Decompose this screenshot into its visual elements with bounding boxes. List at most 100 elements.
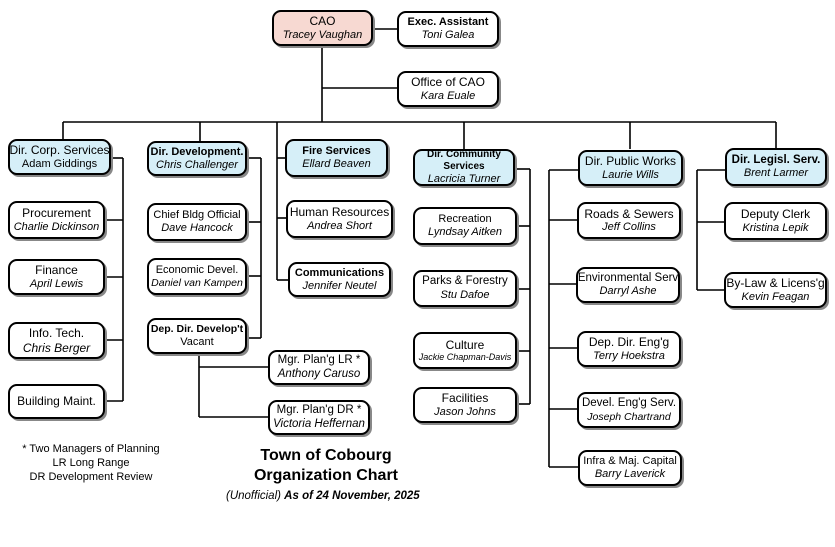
office-cao-box[interactable]: Office of CAO Kara Euale <box>397 71 499 107</box>
infra-maj-capital-name: Barry Laverick <box>594 468 666 480</box>
mgr-planning-dr-title: Mgr. Plan'g DR * <box>276 403 362 416</box>
finance-box[interactable]: Finance April Lewis <box>8 259 105 295</box>
facilities-box[interactable]: Facilities Jason Johns <box>413 387 517 423</box>
facilities-name: Jason Johns <box>434 405 496 418</box>
environmental-serv-name: Darryl Ashe <box>599 285 657 298</box>
fire-services-name: Ellard Beaven <box>302 158 371 170</box>
human-resources-name: Andrea Short <box>307 219 372 232</box>
procurement-title: Procurement <box>22 206 91 221</box>
human-resources-title: Human Resources <box>289 205 390 220</box>
building-maint-title: Building Maint. <box>17 394 96 409</box>
fire-services-title: Fire Services <box>302 145 371 158</box>
deputy-clerk-name: Kristina Lepik <box>742 221 809 234</box>
roads-sewers-box[interactable]: Roads & Sewers Jeff Collins <box>577 202 681 239</box>
recreation-box[interactable]: Recreation Lyndsay Aitken <box>413 207 517 245</box>
exec-assistant-box[interactable]: Exec. Assistant Toni Galea <box>397 11 499 47</box>
facilities-title: Facilities <box>441 391 489 406</box>
dir-legisl-serv-name: Brent Larmer <box>743 167 809 180</box>
dir-legisl-serv-title: Dir. Legisl. Serv. <box>731 153 821 166</box>
dep-dir-develop-title: Dep. Dir. Develop't <box>150 323 244 336</box>
environmental-serv-title: Environmental Serv <box>577 271 679 284</box>
dir-development-title: Dir. Development. <box>150 145 244 158</box>
roads-sewers-name: Jeff Collins <box>602 221 656 234</box>
chart-subtitle: (Unofficial) As of 24 November, 2025 <box>226 490 456 502</box>
cao-name: Tracey Vaughan <box>282 28 363 41</box>
communications-name: Jennifer Neutel <box>302 279 377 292</box>
dir-development-box[interactable]: Dir. Development. Chris Challenger <box>147 141 247 176</box>
building-maint-box[interactable]: Building Maint. <box>8 384 105 419</box>
economic-devel-box[interactable]: Economic Devel. Daniel van Kampen <box>147 258 247 295</box>
info-tech-box[interactable]: Info. Tech. Chris Berger <box>8 322 105 359</box>
info-tech-title: Info. Tech. <box>28 326 85 341</box>
deputy-clerk-box[interactable]: Deputy Clerk Kristina Lepik <box>724 202 827 240</box>
dir-public-works-title: Dir. Public Works <box>584 154 677 169</box>
mgr-planning-lr-box[interactable]: Mgr. Plan'g LR * Anthony Caruso <box>268 350 370 385</box>
dir-development-name: Chris Challenger <box>156 158 238 171</box>
roads-sewers-title: Roads & Sewers <box>584 206 674 221</box>
infra-maj-capital-title: Infra & Maj. Capital <box>583 455 677 468</box>
by-law-licensing-box[interactable]: By-Law & Licens'g Kevin Feagan <box>724 272 827 308</box>
mgr-planning-dr-box[interactable]: Mgr. Plan'g DR * Victoria Heffernan <box>268 400 370 435</box>
subtitle-prefix: (Unofficial) <box>226 490 281 502</box>
exec-assistant-name: Toni Galea <box>421 29 475 41</box>
cao-title: CAO <box>309 14 336 29</box>
exec-assistant-title: Exec. Assistant <box>407 16 489 29</box>
planning-footnote: * Two Managers of Planning LR Long Range… <box>16 443 166 484</box>
mgr-planning-dr-name: Victoria Heffernan <box>273 417 365 430</box>
office-cao-title: Office of CAO <box>411 75 485 90</box>
chief-bldg-official-name: Dave Hancock <box>161 222 233 234</box>
communications-box[interactable]: Communications Jennifer Neutel <box>288 262 391 297</box>
procurement-box[interactable]: Procurement Charlie Dickinson <box>8 201 105 239</box>
office-cao-name: Kara Euale <box>420 89 476 102</box>
devel-engg-serv-title: Devel. Eng'g Serv. <box>581 397 677 410</box>
dir-public-works-name: Laurie Wills <box>602 168 659 181</box>
mgr-planning-lr-name: Anthony Caruso <box>277 367 361 380</box>
economic-devel-name: Daniel van Kampen <box>151 276 243 289</box>
dep-dir-engg-box[interactable]: Dep. Dir. Eng'g Terry Hoekstra <box>577 331 681 367</box>
by-law-licensing-title: By-Law & Licens'g <box>726 276 825 291</box>
dep-dir-develop-name: Vacant <box>180 335 214 348</box>
dir-community-services-title-1: Dir. Community <box>427 149 501 161</box>
dir-corp-services-box[interactable]: Dir. Corp. Services Adam Giddings <box>8 139 111 175</box>
dir-public-works-box[interactable]: Dir. Public Works Laurie Wills <box>578 150 683 186</box>
mgr-planning-lr-title: Mgr. Plan'g LR * <box>277 353 361 366</box>
chart-title: Town of Cobourg Organization Chart <box>236 446 416 485</box>
culture-title: Culture <box>445 338 485 353</box>
fire-services-box[interactable]: Fire Services Ellard Beaven <box>285 139 388 177</box>
communications-title: Communications <box>294 266 385 279</box>
devel-engg-serv-box[interactable]: Devel. Eng'g Serv. Joseph Chartrand <box>577 392 681 428</box>
dir-legisl-serv-box[interactable]: Dir. Legisl. Serv. Brent Larmer <box>725 148 827 186</box>
finance-name: April Lewis <box>29 277 84 290</box>
devel-engg-serv-name: Joseph Chartrand <box>587 410 671 423</box>
environmental-serv-box[interactable]: Environmental Serv Darryl Ashe <box>576 267 680 303</box>
dir-community-services-name: Lacricia Turner <box>427 172 501 185</box>
dep-dir-develop-box[interactable]: Dep. Dir. Develop't Vacant <box>147 318 247 354</box>
recreation-title: Recreation <box>438 213 492 226</box>
procurement-name: Charlie Dickinson <box>13 220 100 233</box>
footnote-line-2: LR Long Range <box>52 456 130 469</box>
dir-community-services-title-2: Services <box>443 161 485 173</box>
infra-maj-capital-box[interactable]: Infra & Maj. Capital Barry Laverick <box>578 450 682 486</box>
dep-dir-engg-title: Dep. Dir. Eng'g <box>588 335 670 350</box>
chart-title-line-2: Organization Chart <box>253 466 398 484</box>
culture-name: Jackie Chapman-Davis <box>418 352 512 363</box>
chief-bldg-official-box[interactable]: Chief Bldg Official Dave Hancock <box>147 203 247 241</box>
chief-bldg-official-title: Chief Bldg Official <box>153 209 241 222</box>
footnote-line-1: * Two Managers of Planning <box>22 443 160 455</box>
human-resources-box[interactable]: Human Resources Andrea Short <box>286 200 393 238</box>
parks-forestry-box[interactable]: Parks & Forestry Stu Dafoe <box>413 270 517 307</box>
info-tech-name: Chris Berger <box>22 340 91 355</box>
deputy-clerk-title: Deputy Clerk <box>740 207 811 222</box>
culture-box[interactable]: Culture Jackie Chapman-Davis <box>413 332 517 369</box>
finance-title: Finance <box>35 263 78 278</box>
dir-corp-services-name: Adam Giddings <box>21 157 98 170</box>
chart-title-line-1: Town of Cobourg <box>260 447 392 464</box>
footnote-line-3: DR Development Review <box>29 470 153 483</box>
dir-community-services-box[interactable]: Dir. Community Services Lacricia Turner <box>413 149 515 186</box>
by-law-licensing-name: Kevin Feagan <box>741 290 810 303</box>
parks-forestry-name: Stu Dafoe <box>440 288 490 301</box>
economic-devel-title: Economic Devel. <box>155 263 239 276</box>
cao-box[interactable]: CAO Tracey Vaughan <box>272 10 373 46</box>
recreation-name: Lyndsay Aitken <box>428 226 502 238</box>
